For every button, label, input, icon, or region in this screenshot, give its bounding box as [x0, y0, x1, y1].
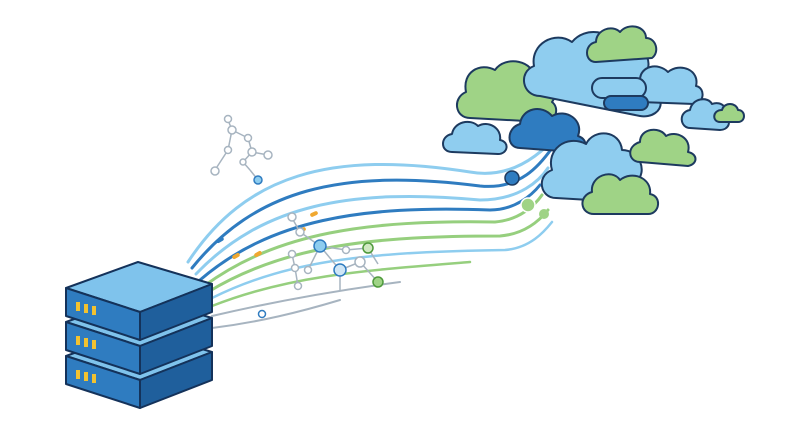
network-graph-icon [210, 114, 273, 185]
stream-node [520, 197, 536, 213]
stream-node [504, 170, 520, 186]
data-stream [190, 146, 554, 270]
cloud-icon [586, 25, 658, 63]
network-graph-icon [257, 212, 384, 319]
indicator-light [76, 336, 80, 345]
indicator-light [76, 302, 80, 311]
data-stream [186, 130, 562, 264]
cloud-icon [713, 103, 745, 123]
cloud-cluster [442, 25, 745, 215]
cloud-icon [581, 173, 659, 215]
stream-dash [310, 211, 318, 217]
stream-dash [232, 253, 240, 259]
data-stream [210, 220, 554, 300]
server-unit [65, 261, 213, 341]
indicator-light [84, 338, 88, 347]
indicator-light [76, 370, 80, 379]
stream-dash [254, 251, 262, 257]
indicator-light [92, 340, 96, 349]
cloud-detail [603, 95, 649, 111]
indicator-light [84, 372, 88, 381]
data-stream [206, 208, 550, 294]
server-rack-icon [65, 261, 213, 409]
cloud-icon [442, 120, 508, 155]
indicator-light [92, 374, 96, 383]
indicator-light [92, 306, 96, 315]
cloud-icon [629, 128, 697, 167]
data-stream [194, 166, 550, 276]
data-stream [211, 281, 401, 317]
stream-node [539, 209, 549, 219]
stream-dash [216, 237, 224, 243]
data-stream [210, 260, 472, 308]
data-stream [211, 299, 341, 329]
indicator-light [84, 304, 88, 313]
